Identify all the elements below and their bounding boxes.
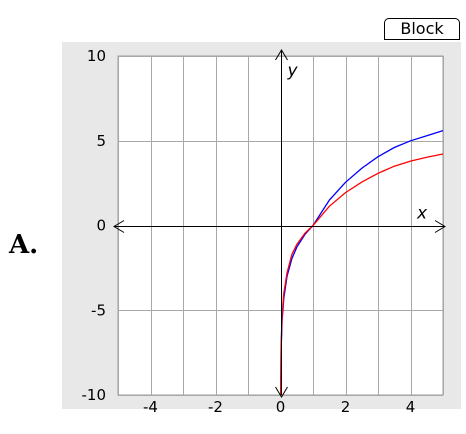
x-tick-label: 4 xyxy=(406,398,416,416)
y-tick-label: 0 xyxy=(96,217,106,235)
y-tick-label: -10 xyxy=(82,386,107,404)
series-layer xyxy=(280,129,444,396)
y-axis-label: y xyxy=(287,61,299,81)
y-tick-label: 10 xyxy=(87,47,106,65)
plot-area xyxy=(117,55,444,396)
tick-labels: x y 10 5 0 -5 -10 -4 -2 0 2 4 xyxy=(82,47,429,416)
x-tick-label: -4 xyxy=(143,398,158,416)
x-axis-label: x xyxy=(416,204,428,224)
x-tick-label: 2 xyxy=(341,398,351,416)
axes xyxy=(113,49,446,398)
series-line-2 xyxy=(280,153,444,396)
x-axis-right-arrow xyxy=(434,220,446,233)
x-axis-left-arrow xyxy=(113,220,125,233)
x-tick-label: 0 xyxy=(276,398,286,416)
y-tick-label: 5 xyxy=(96,132,106,150)
y-axis-bottom-arrow xyxy=(275,386,288,398)
y-axis-top-arrow xyxy=(275,49,288,61)
y-tick-label: -5 xyxy=(91,301,106,319)
option-label: A. xyxy=(9,230,39,260)
block-button[interactable]: Block xyxy=(384,18,460,40)
x-tick-label: -2 xyxy=(208,398,223,416)
